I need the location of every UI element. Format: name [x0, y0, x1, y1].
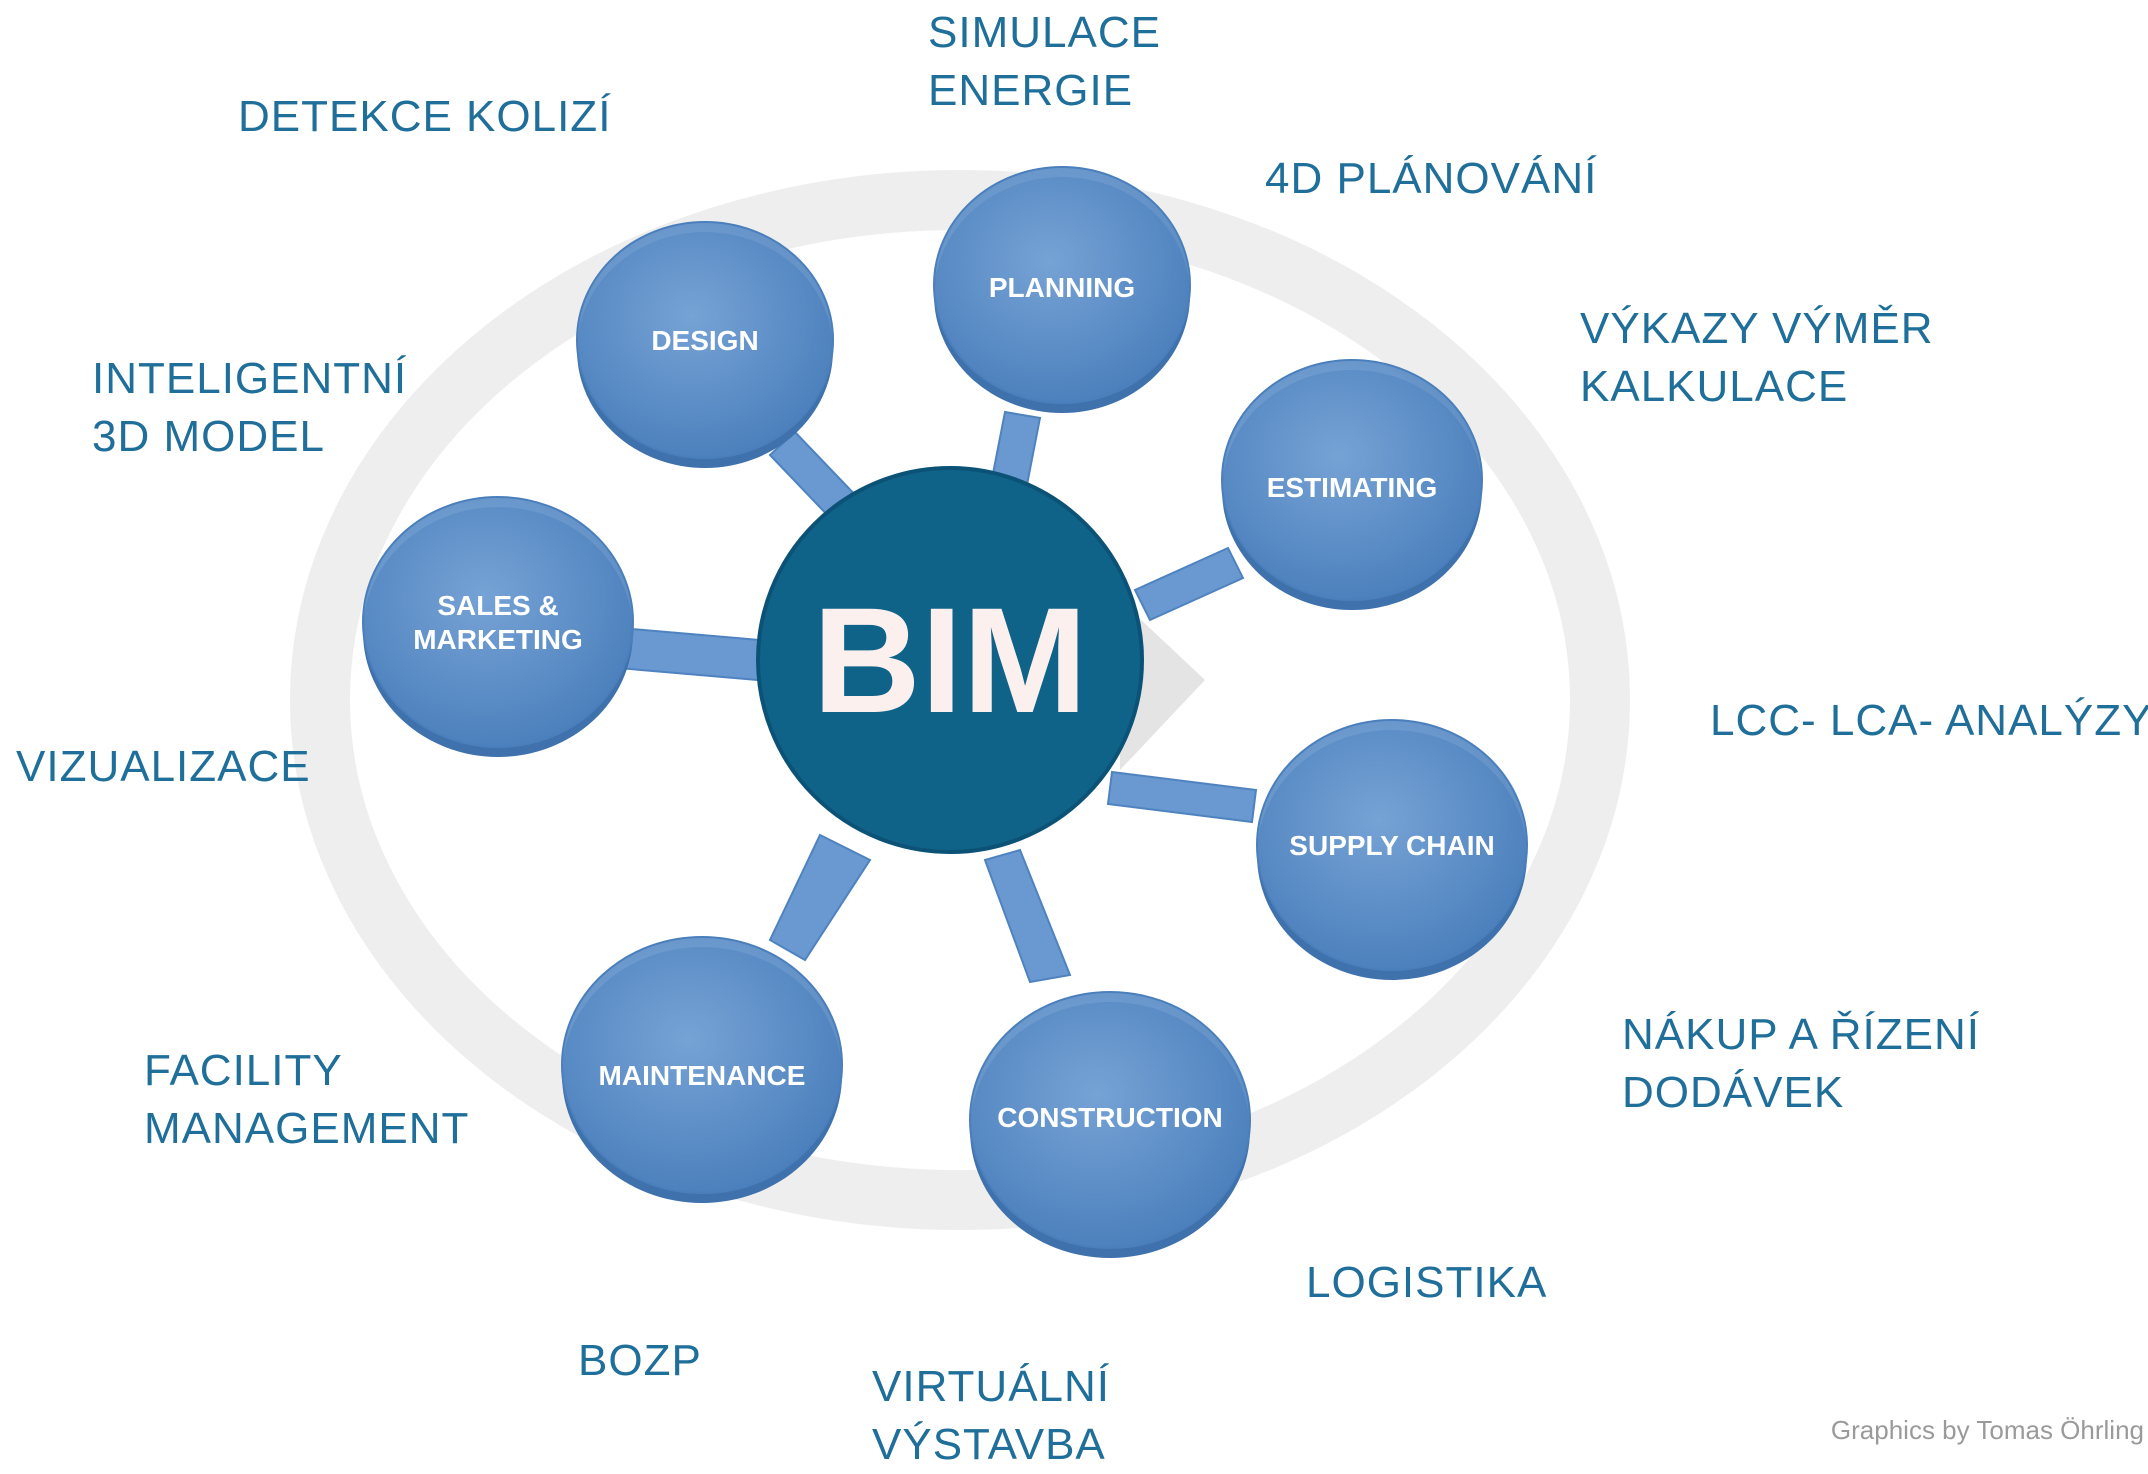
- node-label-line: SALES &: [437, 590, 558, 621]
- spoke-estimating: [1133, 546, 1245, 622]
- node-label-line: SUPPLY CHAIN: [1289, 830, 1494, 861]
- label-line: VIZUALIZACE: [16, 742, 311, 791]
- label-line: MANAGEMENT: [144, 1104, 470, 1153]
- label-4d-planovani: 4D PLÁNOVÁNÍ: [1265, 150, 1597, 208]
- label-facility-management: FACILITY MANAGEMENT: [144, 1042, 469, 1158]
- label-line: 4D PLÁNOVÁNÍ: [1265, 154, 1598, 203]
- node-label-design: DESIGN: [651, 325, 758, 356]
- spoke-supply: [1106, 770, 1258, 824]
- node-supply: SUPPLY CHAIN: [1256, 719, 1528, 980]
- label-line: LCC- LCA- ANALÝZY: [1710, 696, 2148, 745]
- label-vizualizace: VIZUALIZACE: [16, 738, 311, 796]
- label-line: SIMULACE: [928, 8, 1161, 57]
- label-line: VIRTUÁLNÍ: [872, 1362, 1111, 1411]
- label-line: DETEKCE KOLIZÍ: [238, 92, 612, 141]
- node-label-line: ESTIMATING: [1267, 472, 1438, 503]
- spoke-construction: [983, 848, 1072, 984]
- node-label-maintenance: MAINTENANCE: [599, 1060, 806, 1091]
- label-line: NÁKUP A ŘÍZENÍ: [1622, 1010, 1980, 1059]
- label-line: LOGISTIKA: [1306, 1258, 1548, 1307]
- node-label-construction: CONSTRUCTION: [997, 1102, 1223, 1133]
- label-detekce-kolizi: DETEKCE KOLIZÍ: [238, 88, 611, 146]
- label-line: INTELIGENTNÍ: [92, 354, 408, 403]
- node-label-line: CONSTRUCTION: [997, 1102, 1223, 1133]
- node-design: DESIGN: [576, 221, 834, 468]
- node-construction: CONSTRUCTION: [969, 991, 1251, 1258]
- label-line: KALKULACE: [1580, 362, 1849, 411]
- spoke-sales: [616, 626, 762, 682]
- label-line: DODÁVEK: [1622, 1068, 1845, 1117]
- center-label: BIM: [813, 576, 1088, 744]
- center-bim: BIM: [756, 466, 1205, 854]
- label-line: BOZP: [578, 1336, 702, 1385]
- node-label-line: PLANNING: [989, 272, 1135, 303]
- node-label-supply: SUPPLY CHAIN: [1289, 830, 1494, 861]
- node-estimating: ESTIMATING: [1221, 359, 1483, 610]
- label-simulace-energie: SIMULACE ENERGIE: [928, 4, 1161, 120]
- label-virtualni-vystavba: VIRTUÁLNÍ VÝSTAVBA: [872, 1358, 1110, 1474]
- credit-text: Graphics by Tomas Öhrling: [1830, 1415, 2144, 1445]
- node-label-estimating: ESTIMATING: [1267, 472, 1438, 503]
- label-line: FACILITY: [144, 1046, 343, 1095]
- node-label-planning: PLANNING: [989, 272, 1135, 303]
- label-line: ENERGIE: [928, 66, 1134, 115]
- node-label-line: MARKETING: [413, 624, 583, 655]
- label-nakup-dodavek: NÁKUP A ŘÍZENÍ DODÁVEK: [1622, 1006, 1980, 1122]
- label-inteligentni-3d-model: INTELIGENTNÍ 3D MODEL: [92, 350, 407, 466]
- node-label-sales: SALES &MARKETING: [413, 590, 583, 655]
- label-line: 3D MODEL: [92, 412, 325, 461]
- label-logistika: LOGISTIKA: [1306, 1254, 1547, 1312]
- node-sales: SALES &MARKETING: [362, 496, 634, 757]
- node-maintenance: MAINTENANCE: [561, 936, 843, 1203]
- label-line: VÝSTAVBA: [872, 1420, 1106, 1469]
- spoke-maintenance: [768, 833, 872, 962]
- node-label-line: DESIGN: [651, 325, 758, 356]
- label-vykazy-kalkulace: VÝKAZY VÝMĚR KALKULACE: [1580, 300, 1934, 416]
- background-ring: [290, 170, 1630, 1230]
- label-bozp: BOZP: [578, 1332, 702, 1390]
- node-planning: PLANNING: [933, 166, 1191, 413]
- label-line: VÝKAZY VÝMĚR: [1580, 304, 1934, 353]
- label-lcc-lca-analyzy: LCC- LCA- ANALÝZY: [1710, 692, 2148, 750]
- node-label-line: MAINTENANCE: [599, 1060, 806, 1091]
